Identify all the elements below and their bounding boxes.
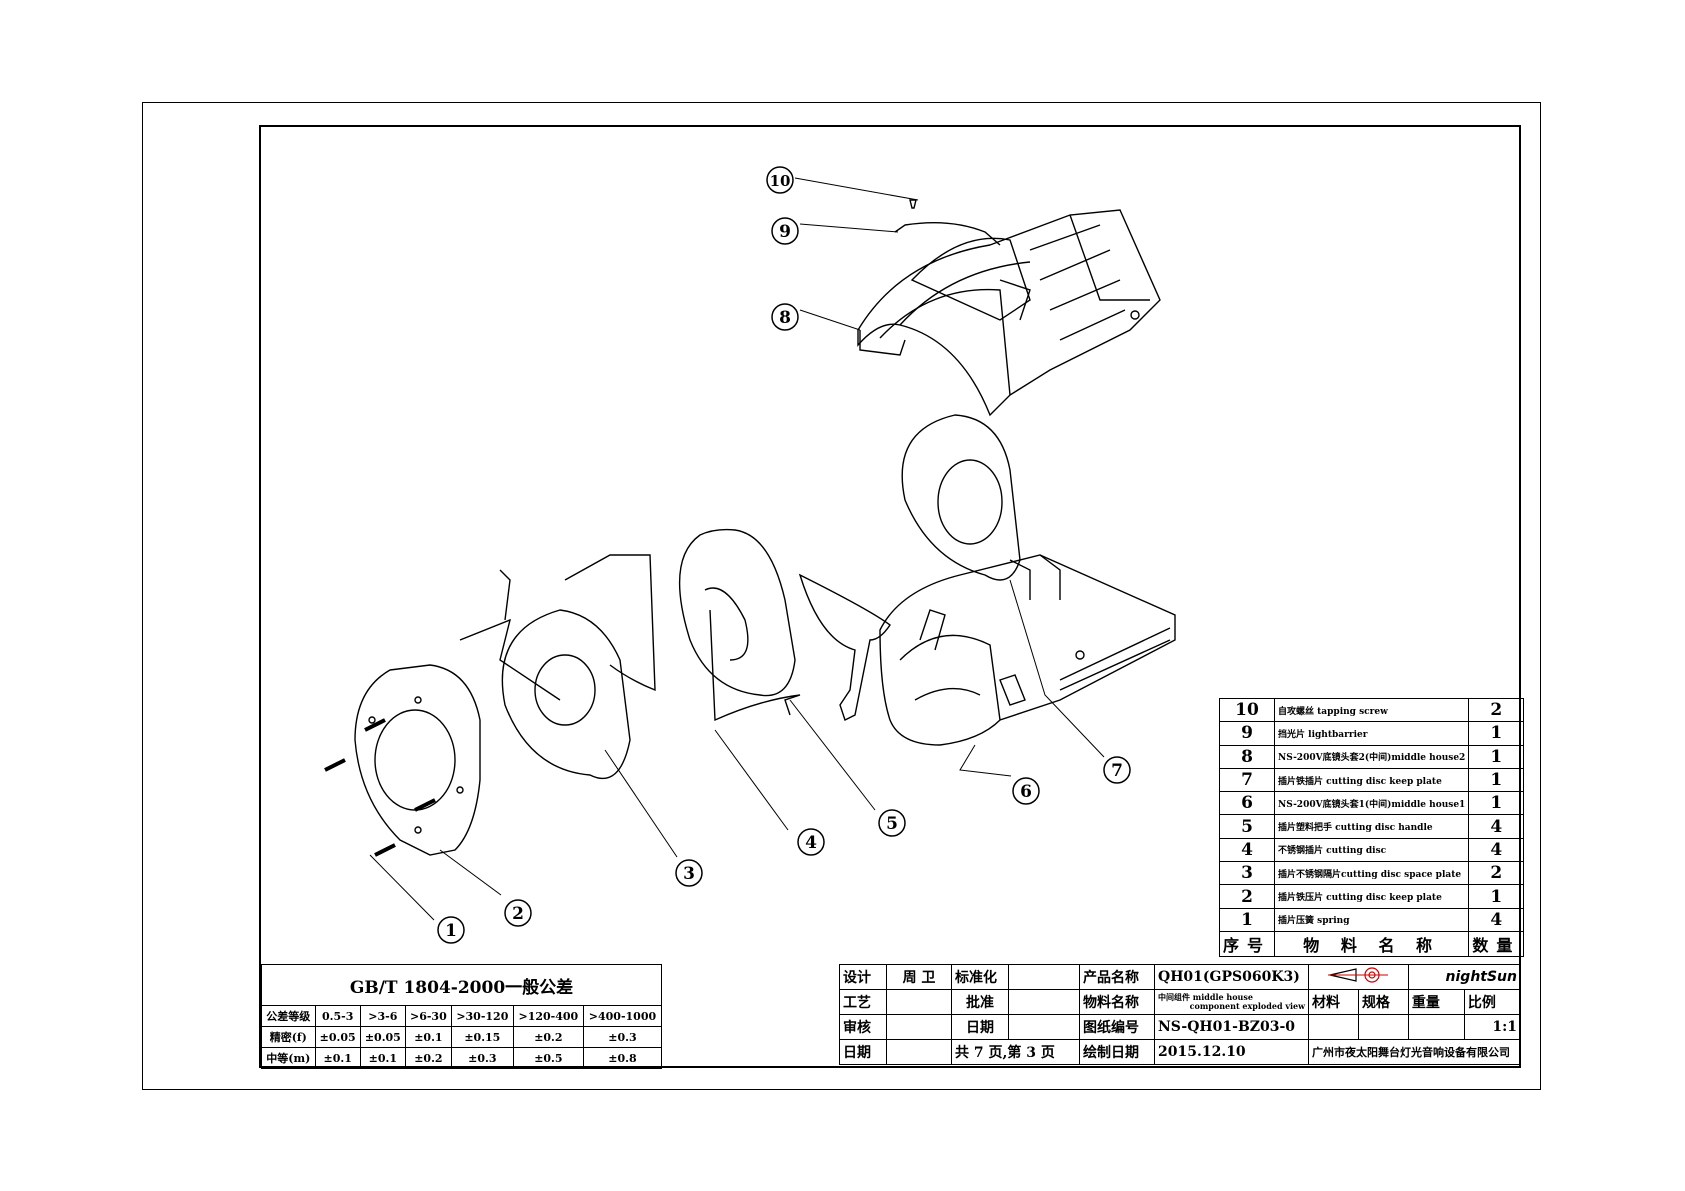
middle-house2-part (857, 209, 1161, 417)
drawing-frame (259, 125, 1521, 1068)
tapping-screw-part (909, 199, 917, 209)
projection-symbol-icon (1328, 967, 1389, 983)
bom-header: 序号物 料 名 称数量 (1218, 930, 1525, 957)
callout-9: 9 (771, 217, 799, 245)
callout-6: 6 (1012, 777, 1040, 805)
lightbarrier-part (894, 221, 1001, 246)
page-count: 共 7 页,第 3 页 (951, 1039, 1080, 1065)
draw-date: 2015.12.10 (1154, 1039, 1309, 1065)
svg-text:9: 9 (779, 222, 791, 242)
callout-3: 3 (675, 859, 703, 887)
cutting-disc-space-plate-part (459, 554, 656, 780)
svg-text:8: 8 (779, 308, 791, 328)
outer-frame (142, 102, 1541, 1090)
callout-4: 4 (797, 828, 825, 856)
title-block: 设计 周 卫 标准化 产品名称 QH01(GPS060K3) nightSun … (839, 964, 1522, 1065)
spring-parts (324, 718, 436, 857)
svg-text:5: 5 (886, 814, 898, 834)
svg-text:1: 1 (445, 921, 457, 941)
tolerance-row: 中等(m)±0.1±0.1±0.2±0.3±0.5±0.8 (261, 1047, 663, 1069)
svg-text:4: 4 (805, 833, 817, 853)
tolerance-title: GB/T 1804-2000一般公差 (261, 964, 662, 1006)
svg-text:10: 10 (770, 172, 791, 190)
drawing-number: NS-QH01-BZ03-0 (1154, 1014, 1309, 1040)
callout-7: 7 (1103, 756, 1131, 784)
product-name: QH01(GPS060K3) (1154, 964, 1309, 990)
company-logo: nightSun (1407, 964, 1522, 990)
cutting-disc-handle-part (798, 573, 891, 721)
keep-plate-disc-part (901, 414, 1021, 581)
callout-5: 5 (878, 809, 906, 837)
company-name: 广州市夜太阳舞台灯光音响设备有限公司 (1307, 1039, 1522, 1065)
svg-text:3: 3 (683, 864, 695, 884)
tolerance-row: 精密(f)±0.05±0.05±0.1±0.15±0.2±0.3 (261, 1026, 663, 1048)
middle-house1-part (879, 554, 1176, 746)
svg-text:7: 7 (1111, 761, 1123, 781)
cutting-disc-keep-plate-part (354, 664, 481, 856)
callout-2: 2 (504, 899, 532, 927)
callout-1: 1 (437, 916, 465, 944)
svg-text:6: 6 (1020, 782, 1032, 802)
callout-8: 8 (771, 303, 799, 331)
callout-10: 10 (766, 166, 794, 194)
cutting-disc-part (678, 528, 801, 722)
svg-text:2: 2 (512, 904, 524, 924)
